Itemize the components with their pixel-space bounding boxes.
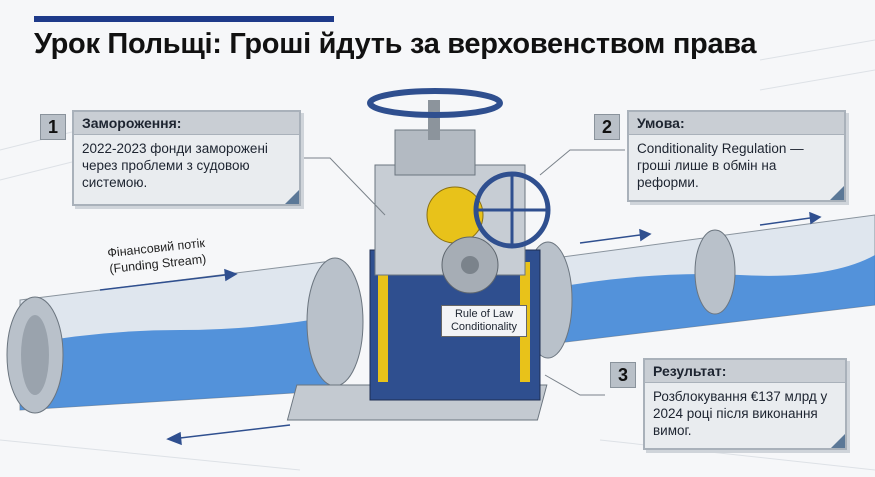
page-title: Урок Польщі: Гроші йдуть за верховенство… [34, 28, 757, 60]
valve-label-plate: Rule of Law Conditionality [441, 305, 527, 337]
title-accent-bar [34, 16, 334, 22]
callout-box: Результат: Розблокування €137 млрд у 202… [643, 358, 847, 450]
callout-heading: Умова: [629, 112, 844, 135]
valve-label-line1: Rule of Law [454, 308, 514, 320]
corner-decoration [285, 190, 299, 204]
valve-label-line2: Conditionality [450, 321, 518, 333]
right-pipe [539, 214, 875, 346]
callout-body: 2022-2023 фонди заморожені через проблем… [82, 141, 268, 190]
callout-number: 2 [594, 114, 620, 140]
side-handwheel [473, 171, 551, 249]
callout-body: Розблокування €137 млрд у 2024 році післ… [653, 389, 828, 438]
callout-heading: Замороження: [74, 112, 299, 135]
callout-number: 1 [40, 114, 66, 140]
callout-box: Умова: Conditionality Regulation — гроші… [627, 110, 846, 202]
left-pipe [6, 259, 341, 414]
gears [426, 186, 499, 294]
callout-heading: Результат: [645, 360, 845, 383]
callout-number: 3 [610, 362, 636, 388]
callout-body: Conditionality Regulation — гроші лише в… [637, 141, 804, 190]
left-flange [306, 257, 364, 387]
top-handwheel [367, 88, 503, 118]
flow-arrows [99, 211, 822, 446]
corner-decoration [831, 434, 845, 448]
corner-decoration [830, 186, 844, 200]
callout-box: Замороження: 2022-2023 фонди заморожені … [72, 110, 301, 206]
